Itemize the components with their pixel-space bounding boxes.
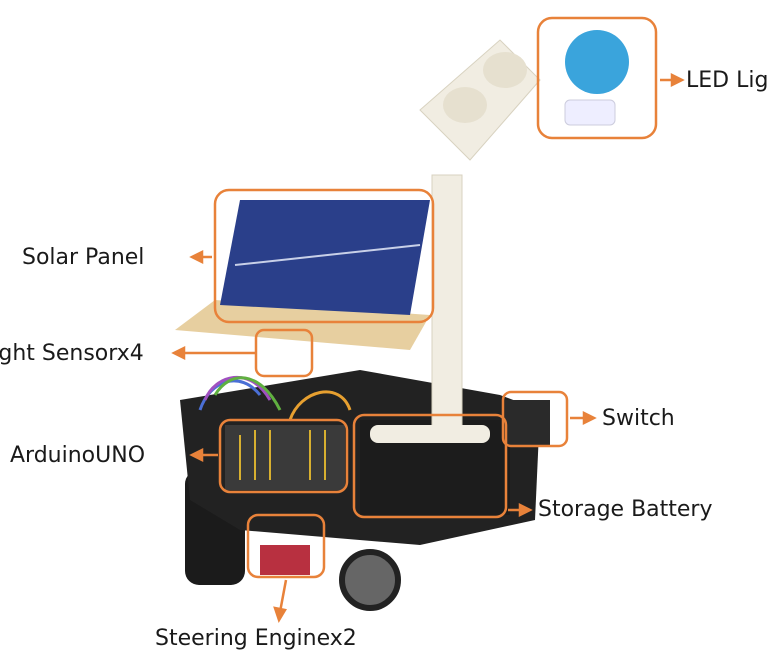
callout-box-arduino bbox=[218, 418, 349, 494]
callout-box-battery bbox=[352, 413, 508, 519]
servo-motor bbox=[260, 545, 310, 575]
arm-base bbox=[370, 425, 490, 443]
callout-box-steering bbox=[246, 513, 326, 579]
arduino-board bbox=[225, 425, 345, 490]
label-switch: Switch bbox=[602, 406, 675, 431]
callout-box-solar bbox=[213, 188, 435, 324]
label-storage-battery: Storage Battery bbox=[538, 497, 713, 522]
label-arduino: ArduinoUNO bbox=[10, 443, 146, 468]
label-steering-engine: Steering Enginex2 bbox=[155, 626, 357, 651]
switch-part bbox=[505, 400, 550, 445]
arm-pole bbox=[431, 174, 463, 436]
label-led-light: LED Light bbox=[686, 68, 768, 93]
caster-wheel bbox=[339, 549, 401, 611]
label-light-sensor: Light Sensorx4 bbox=[0, 341, 144, 366]
callout-box-led bbox=[536, 16, 658, 140]
led-light bbox=[565, 30, 629, 94]
label-solar-panel: Solar Panel bbox=[22, 245, 145, 270]
callout-box-light-sensor bbox=[254, 328, 314, 378]
solar-panel-cells bbox=[220, 200, 430, 315]
